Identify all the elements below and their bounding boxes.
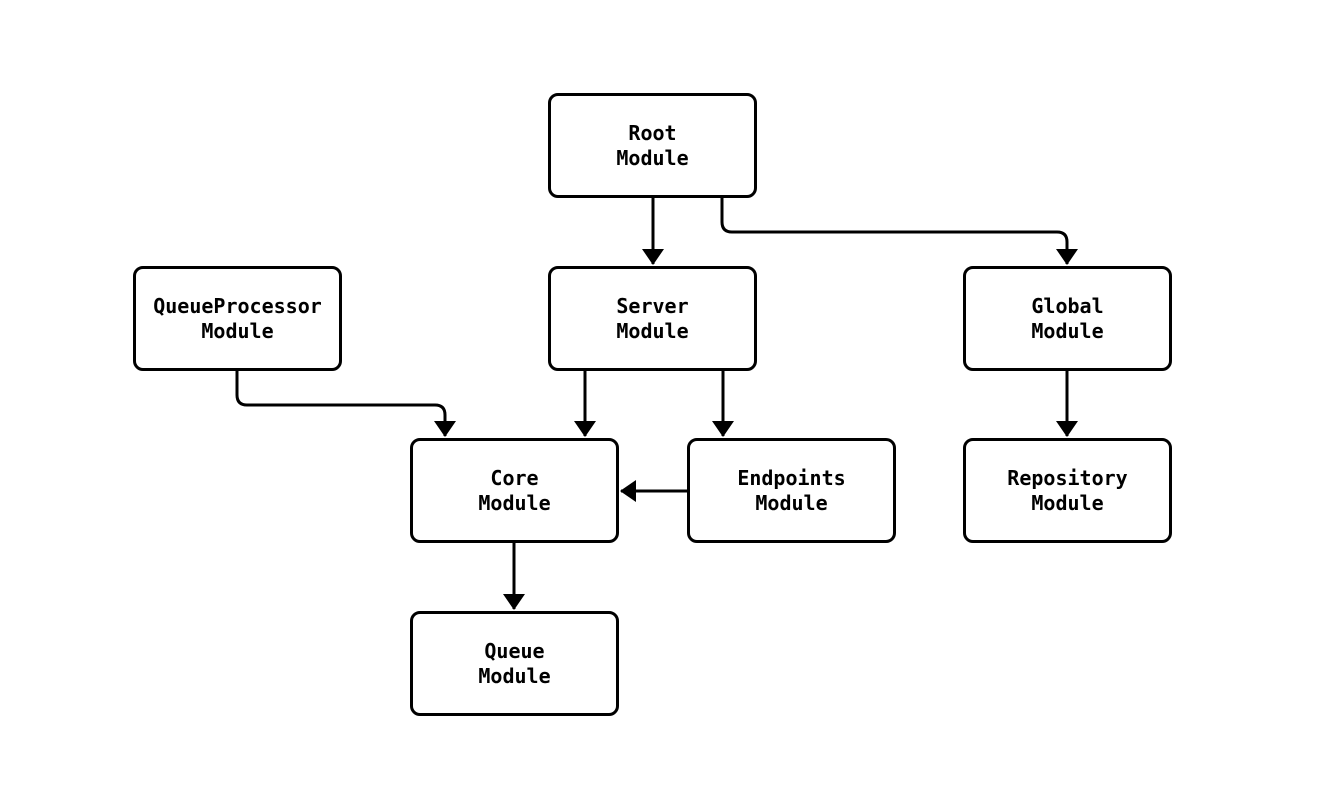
node-label-global-module: Global Module bbox=[1031, 293, 1104, 343]
node-core-module: Core Module bbox=[410, 438, 619, 543]
node-server-module: Server Module bbox=[548, 266, 757, 371]
node-label-server-module: Server Module bbox=[616, 293, 689, 343]
node-root-module: Root Module bbox=[548, 93, 757, 198]
node-label-core-module: Core Module bbox=[478, 465, 551, 515]
node-label-endpoints-module: Endpoints Module bbox=[737, 465, 846, 515]
node-global-module: Global Module bbox=[963, 266, 1172, 371]
node-label-queue-module: Queue Module bbox=[478, 638, 551, 688]
node-label-queueprocessor-module: QueueProcessor Module bbox=[153, 293, 322, 343]
edge-root-module-to-global-module bbox=[720, 198, 1078, 265]
node-repository-module: Repository Module bbox=[963, 438, 1172, 543]
edge-queueprocessor-module-to-core-module bbox=[235, 371, 456, 437]
node-endpoints-module: Endpoints Module bbox=[687, 438, 896, 543]
node-queueprocessor-module: QueueProcessor Module bbox=[133, 266, 342, 371]
node-label-repository-module: Repository Module bbox=[1007, 465, 1128, 515]
node-queue-module: Queue Module bbox=[410, 611, 619, 716]
node-label-root-module: Root Module bbox=[616, 120, 689, 170]
